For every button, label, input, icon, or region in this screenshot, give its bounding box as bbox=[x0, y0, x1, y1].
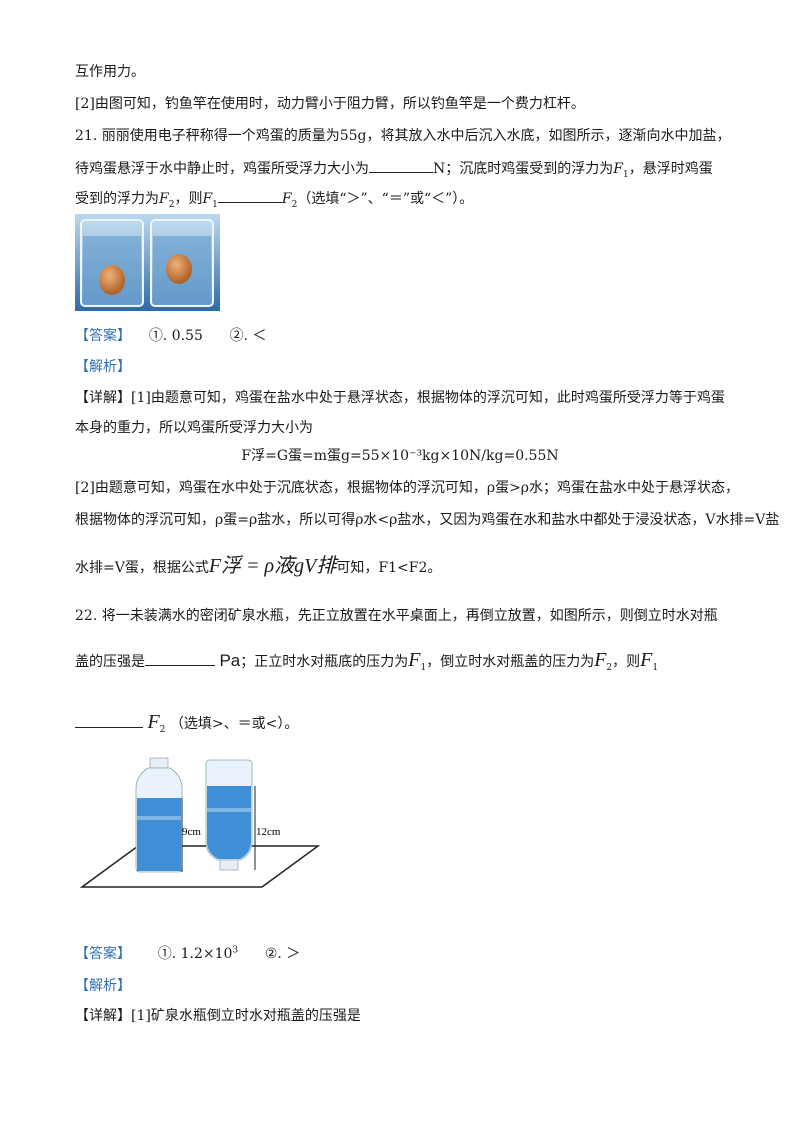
question-21-line: 21. 丽丽使用电子秤称得一个鸡蛋的质量为55g，将其放入水中后沉入水底，如图所… bbox=[75, 128, 731, 144]
text: ，倒立时水对瓶盖的压力为 bbox=[426, 654, 595, 670]
answer-tag: 【答案】 bbox=[75, 946, 131, 962]
text: （选填>、＝或<）。 bbox=[169, 716, 299, 732]
table-surface bbox=[79, 845, 321, 888]
answer-line: 【答案】 ①. 1.2×103 ②. ＞ bbox=[75, 944, 300, 964]
detail-line: 【详解】[1]矿泉水瓶倒立时水对瓶盖的压强是 bbox=[75, 1006, 361, 1026]
answer-text: ②. ＞ bbox=[264, 946, 301, 962]
detail-tag: 【详解】 bbox=[75, 390, 131, 406]
answer-tag: 【答案】 bbox=[75, 328, 131, 344]
question-22-line: F2 （选填>、＝或<）。 bbox=[75, 712, 298, 734]
answer-blank[interactable] bbox=[369, 158, 433, 173]
text-line: [2]由图可知，钓鱼竿在使用时，动力臂小于阻力臂，所以钓鱼竿是一个费力杠杆。 bbox=[75, 96, 585, 112]
unit: Pa bbox=[219, 651, 241, 670]
detail-line: 【详解】[1]由题意可知，鸡蛋在盐水中处于悬浮状态，根据物体的浮沉可知，此时鸡蛋… bbox=[75, 388, 725, 408]
text-line: 互作用力。 bbox=[75, 64, 145, 80]
bottle-upright bbox=[135, 757, 183, 873]
text: 可知，F1<F2。 bbox=[336, 560, 442, 576]
question-22-line: 盖的压强是 Pa；正立时水对瓶底的压力为F1，倒立时水对瓶盖的压力为F2，则F1 bbox=[75, 649, 659, 673]
text: 待鸡蛋悬浮于水中静止时，鸡蛋所受浮力大小为 bbox=[75, 161, 369, 177]
answer-blank[interactable] bbox=[75, 713, 143, 728]
text: ，悬浮时鸡蛋 bbox=[628, 161, 713, 177]
text: ，则 bbox=[174, 191, 203, 207]
detail-tag: 【详解】 bbox=[75, 1008, 131, 1024]
text: （选填“＞”、“＝”或“＜”）。 bbox=[297, 191, 474, 207]
question-22-line: 22. 将一未装满水的密闭矿泉水瓶，先正立放置在水平桌面上，再倒立放置，如图所示… bbox=[75, 608, 718, 624]
text: [1]由题意可知，鸡蛋在盐水中处于悬浮状态，根据物体的浮沉可知，此时鸡蛋所受浮力… bbox=[131, 390, 725, 406]
answer-text: ①. 0.55 ②. ＜ bbox=[148, 328, 267, 344]
label-9cm: 9cm bbox=[182, 826, 201, 838]
answer-text: ①. 1.2×10 bbox=[157, 946, 233, 962]
text: ，则 bbox=[612, 654, 641, 670]
bottle-inverted bbox=[205, 759, 253, 871]
text: [1]矿泉水瓶倒立时水对瓶盖的压强是 bbox=[131, 1008, 361, 1024]
text: 根据物体的浮沉可知， bbox=[75, 512, 215, 528]
text: ρ蛋>ρ水；鸡蛋在盐水中处于悬浮状态， bbox=[486, 480, 740, 496]
detail-line: 水排=V蛋，根据公式F浮 = ρ液gV排可知，F1<F2。 bbox=[75, 556, 441, 578]
egg-beakers-figure bbox=[75, 214, 220, 311]
text: ；正立时水对瓶底的压力为 bbox=[240, 654, 409, 670]
detail-line: [2]由题意可知，鸡蛋在水中处于沉底状态，根据物体的浮沉可知，ρ蛋>ρ水；鸡蛋在… bbox=[75, 478, 739, 498]
beaker-left bbox=[80, 219, 144, 307]
formula: F浮=G蛋=m蛋g=55×10⁻³kg×10N/kg=0.55N bbox=[241, 448, 559, 464]
beaker-right bbox=[150, 219, 214, 307]
analysis-tag: 【解析】 bbox=[75, 978, 131, 994]
text: ρ蛋=ρ盐水，所以可得ρ水<ρ盐水，又因为鸡蛋在水和盐水中都处于浸没状态，V水排… bbox=[215, 512, 780, 528]
answer-blank[interactable] bbox=[145, 651, 215, 666]
text: 受到的浮力为 bbox=[75, 191, 159, 207]
text: 盖的压强是 bbox=[75, 654, 145, 670]
text: 水排=V蛋，根据公式 bbox=[75, 560, 209, 576]
answer-blank[interactable] bbox=[217, 188, 282, 203]
text: N；沉底时鸡蛋受到的浮力为 bbox=[433, 161, 614, 177]
detail-line: 根据物体的浮沉可知，ρ蛋=ρ盐水，所以可得ρ水<ρ盐水，又因为鸡蛋在水和盐水中都… bbox=[75, 510, 779, 530]
label-12cm: 12cm bbox=[256, 826, 281, 838]
answer-line: 【答案】 ①. 0.55 ②. ＜ bbox=[75, 326, 267, 346]
exponent: 3 bbox=[232, 945, 239, 956]
bottles-figure: 9cm 12cm bbox=[79, 757, 321, 888]
analysis-tag: 【解析】 bbox=[75, 359, 131, 375]
text: [2]由题意可知，鸡蛋在水中处于沉底状态，根据物体的浮沉可知， bbox=[75, 480, 487, 496]
formula-inline: F浮 = ρ液gV排 bbox=[208, 555, 337, 577]
detail-line: 本身的重力，所以鸡蛋所受浮力大小为 bbox=[75, 420, 313, 436]
